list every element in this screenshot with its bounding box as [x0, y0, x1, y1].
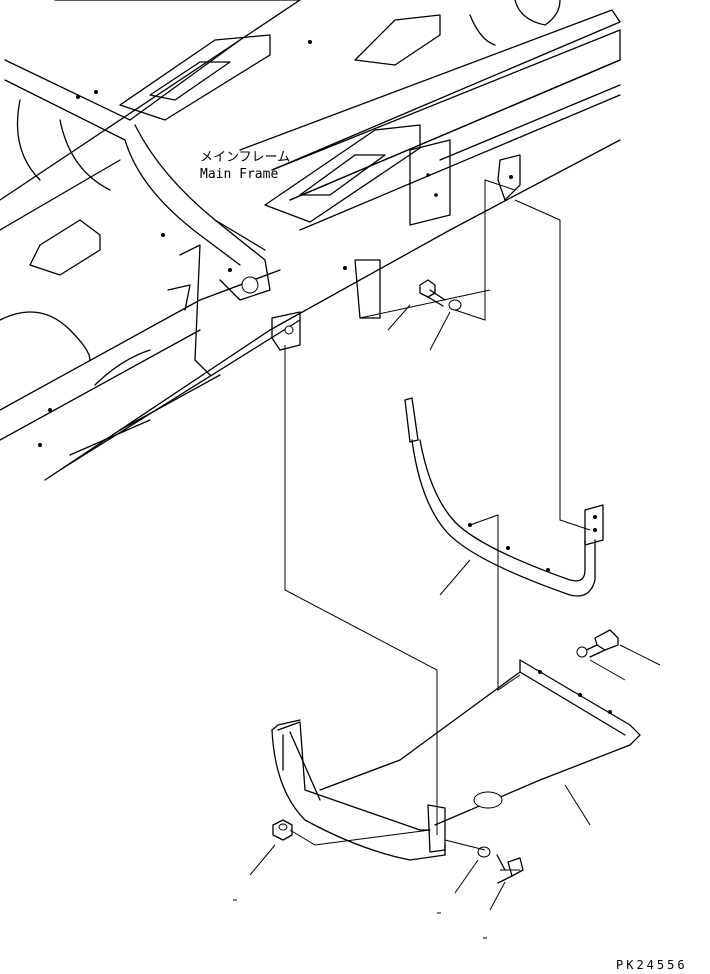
bolt-lower: [489, 854, 524, 911]
main-frame-label-en: Main Frame: [200, 167, 279, 182]
main-frame: [0, 0, 621, 481]
nut-lower: [249, 819, 293, 876]
washer-lower: [454, 846, 491, 894]
bolt-right: [581, 629, 661, 666]
drawing-code: PK24556: [616, 958, 688, 972]
washer-right: [576, 646, 626, 681]
cover-plate: [271, 659, 641, 861]
assembly-lines: [284, 179, 591, 871]
bolt-upper: [387, 279, 446, 331]
washer-upper: [429, 299, 462, 351]
guard-bar: [404, 397, 604, 597]
main-frame-label-jp: メインフレーム: [200, 150, 291, 165]
